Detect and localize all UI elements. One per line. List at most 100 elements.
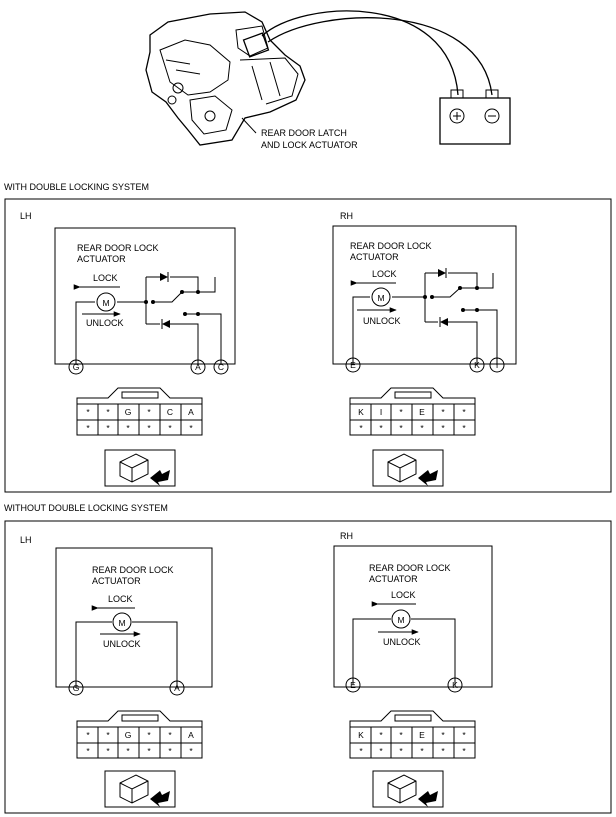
- cell: *: [462, 423, 466, 433]
- terminal-c: C: [218, 362, 224, 372]
- unlock-label: UNLOCK: [363, 316, 401, 326]
- actuator-box: [54, 227, 236, 365]
- cell: *: [359, 746, 363, 756]
- cell: *: [86, 730, 90, 740]
- actuator-title-line1: REAR DOOR LOCK: [369, 563, 451, 573]
- terminal-a: A: [174, 683, 180, 693]
- terminal-e: E: [350, 360, 356, 370]
- actuator-box: [55, 547, 213, 688]
- latch-actuator-illustration: REAR DOOR LATCH AND LOCK ACTUATOR: [145, 10, 493, 150]
- motor-icon: [96, 292, 116, 312]
- motor-label: M: [118, 618, 125, 628]
- circuit-lh-double: LH REAR DOOR LOCK ACTUATOR LOCK UNLOCK M…: [20, 211, 236, 375]
- side-label-rh: RH: [340, 211, 353, 221]
- circuit-lh-single: LH REAR DOOR LOCK ACTUATOR LOCK UNLOCK M…: [20, 535, 213, 696]
- connector-view-icon: [372, 449, 444, 487]
- cell: *: [359, 423, 363, 433]
- cell: *: [126, 423, 130, 433]
- cell: *: [189, 746, 193, 756]
- terminal-a: A: [195, 362, 201, 372]
- cell: *: [399, 730, 403, 740]
- unlock-label: UNLOCK: [103, 639, 141, 649]
- connector-lh-double: * * G * C A * * * * * *: [76, 387, 203, 436]
- cell: *: [106, 746, 110, 756]
- actuator-title-line1: REAR DOOR LOCK: [92, 565, 174, 575]
- cell: *: [147, 746, 151, 756]
- cell: E: [419, 730, 425, 740]
- side-label-lh: LH: [20, 535, 32, 545]
- cell: *: [168, 423, 172, 433]
- actuator-title-line1: REAR DOOR LOCK: [77, 243, 159, 253]
- cell: *: [399, 407, 403, 417]
- cell: *: [420, 746, 424, 756]
- motor-label: M: [102, 298, 109, 308]
- connector-rh-single: K * * E * * * * * * * *: [349, 710, 476, 759]
- section-frame-with-double: [4, 198, 612, 493]
- cell: *: [106, 730, 110, 740]
- motor-icon: [391, 609, 411, 629]
- lock-label: LOCK: [391, 590, 416, 600]
- cell: *: [126, 746, 130, 756]
- cell: *: [86, 423, 90, 433]
- circuit-rh-double: RH REAR DOOR LOCK ACTUATOR LOCK UNLOCK M…: [332, 211, 517, 373]
- actuator-label-line2: AND LOCK ACTUATOR: [261, 140, 358, 150]
- section-title-without-double: WITHOUT DOUBLE LOCKING SYSTEM: [4, 503, 168, 513]
- terminal-k: K: [452, 680, 458, 690]
- cell: *: [462, 407, 466, 417]
- cell: *: [147, 423, 151, 433]
- actuator-title-line2: ACTUATOR: [350, 252, 399, 262]
- cell: *: [106, 423, 110, 433]
- terminal-i: I: [496, 360, 498, 370]
- connector-view-icon: [372, 770, 444, 808]
- terminal-g: G: [73, 683, 80, 693]
- unlock-label: UNLOCK: [86, 318, 124, 328]
- cell: C: [167, 407, 173, 417]
- lock-label: LOCK: [108, 594, 133, 604]
- terminal-g: G: [73, 362, 80, 372]
- cell: *: [379, 423, 383, 433]
- cell: *: [462, 730, 466, 740]
- cell: *: [379, 746, 383, 756]
- side-label-rh: RH: [340, 531, 353, 541]
- cell: *: [86, 407, 90, 417]
- cell: *: [147, 730, 151, 740]
- cell: *: [420, 423, 424, 433]
- battery-positive-icon: [449, 108, 465, 124]
- cell: A: [188, 730, 194, 740]
- side-label-lh: LH: [20, 211, 32, 221]
- motor-icon: [112, 612, 132, 632]
- cell: K: [358, 730, 364, 740]
- actuator-title-line1: REAR DOOR LOCK: [350, 241, 432, 251]
- cell: *: [168, 730, 172, 740]
- cell: A: [188, 407, 194, 417]
- section-frame-without-double: [4, 520, 612, 814]
- connector-view-icon: [104, 770, 176, 808]
- section-title-with-double: WITH DOUBLE LOCKING SYSTEM: [4, 182, 149, 192]
- cell: G: [125, 407, 132, 417]
- cell: *: [441, 423, 445, 433]
- connector-rh-double: K I * E * * * * * * * *: [349, 387, 476, 436]
- cell: I: [380, 407, 382, 417]
- actuator-title-line2: ACTUATOR: [77, 254, 126, 264]
- actuator-box: [333, 545, 493, 688]
- battery-negative-icon: [484, 108, 500, 124]
- cell: *: [189, 423, 193, 433]
- cell: *: [147, 407, 151, 417]
- actuator-title-line2: ACTUATOR: [92, 576, 141, 586]
- lock-label: LOCK: [372, 269, 397, 279]
- connector-lh-single: * * G * * A * * * * * *: [76, 710, 203, 759]
- cell: *: [441, 730, 445, 740]
- cell: G: [125, 730, 132, 740]
- cell: *: [168, 746, 172, 756]
- cell: *: [379, 730, 383, 740]
- lock-label: LOCK: [93, 273, 118, 283]
- cell: *: [441, 746, 445, 756]
- actuator-title-line2: ACTUATOR: [369, 574, 418, 584]
- battery: [439, 89, 511, 145]
- cell: E: [419, 407, 425, 417]
- cell: *: [399, 423, 403, 433]
- cell: *: [441, 407, 445, 417]
- actuator-label-line1: REAR DOOR LATCH: [261, 128, 347, 138]
- circuit-rh-single: RH REAR DOOR LOCK ACTUATOR LOCK UNLOCK M…: [333, 531, 493, 693]
